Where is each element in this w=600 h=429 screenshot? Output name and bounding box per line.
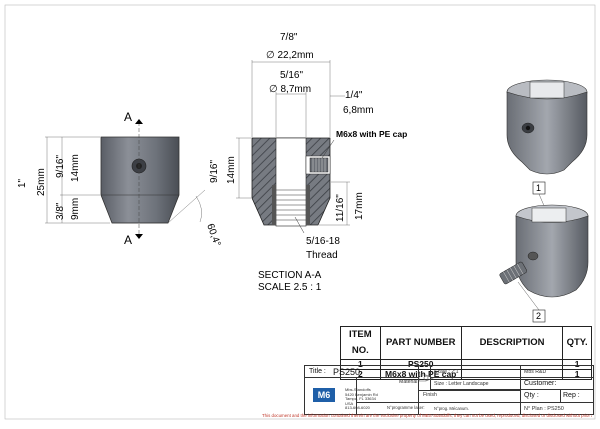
dim-outer-mm: ∅ 22,2mm [266, 50, 314, 61]
title-cell: Title : PS250 [305, 366, 419, 378]
prog-mecanum-cell: N°prog. Mécanum. [431, 402, 521, 414]
qty-cell: Qty : [521, 390, 561, 402]
scale-value: Scale : 2:1 [434, 369, 459, 375]
finish-cell: Finish [419, 390, 521, 402]
dim-lower-in: 3/8" [55, 202, 66, 220]
front-view-body [100, 136, 180, 224]
rep-cell: Rep : [561, 390, 593, 402]
footer-note: This document and the information contai… [262, 413, 592, 418]
customer-cell: Customer: [521, 378, 593, 390]
iso-view-exploded: 2 [499, 204, 589, 323]
bom-header-description: DESCRIPTION [460, 326, 564, 360]
material-label: Material: [399, 379, 419, 385]
size-cell: Size : Letter Landscape [431, 378, 521, 390]
company-cell: Mbs R&D [521, 366, 593, 378]
dim-outer-in: 7/8" [280, 32, 298, 43]
company-logo: M6 [313, 388, 335, 402]
sheet-border [4, 4, 596, 420]
dim-lower-mm: 9mm [70, 198, 81, 220]
section-marker-top: A [124, 110, 132, 124]
size-value: Size : Letter Landscape [434, 381, 489, 387]
prog-mecanum-label: N°prog. Mécanum. [434, 406, 469, 411]
company-name: Mbs R&D [524, 369, 547, 375]
qty-label: Qty : [524, 392, 539, 399]
material-cell: Material: [387, 378, 419, 414]
dim-bore-in: 5/16" [280, 70, 303, 81]
scale-cell: Scale : 2:1 [431, 366, 521, 378]
bill-of-materials: ITEM NO. PART NUMBER DESCRIPTION QTY. 1 … [340, 326, 592, 380]
iso-view-assembled: 1 [506, 79, 588, 209]
bom-header-qty: QTY. [562, 326, 592, 360]
dim-height-in: 9/16" [209, 160, 220, 183]
bom-row: 1 PS250 1 [340, 359, 592, 370]
section-marker-bottom: A [124, 233, 132, 247]
prog-laser-cell: N°programme laser: [357, 402, 431, 414]
bom-header-item: ITEM NO. [340, 326, 381, 360]
balloon-2-label: 2 [536, 311, 541, 321]
balloon-1-label: 1 [536, 183, 541, 193]
bom-header-row: ITEM NO. PART NUMBER DESCRIPTION QTY. [340, 326, 592, 360]
dim-upper-in: 9/16" [55, 155, 66, 178]
dim-height-mm: 14mm [226, 156, 237, 184]
dim-upper-mm: 14mm [70, 154, 81, 182]
bom-description [460, 369, 564, 380]
dim-thread-len-in: 11/16" [335, 194, 346, 222]
dim-overall-in: 1" [17, 178, 28, 188]
bom-qty: 1 [562, 369, 592, 380]
address-cell: Mbs-Standoffs 5420 Benjamin Rd Tampa, FL… [345, 378, 419, 414]
title-value: PS250 [333, 367, 361, 377]
dim-depth-in: 1/4" [345, 90, 363, 101]
dim-overall-mm: 25mm [36, 168, 47, 196]
bom-row: 2 M6x8 with PE cap 1 [340, 369, 592, 380]
section-caption-1: SECTION A-A [258, 270, 322, 281]
section-view: 7/8" ∅ 22,2mm 5/16" ∅ 8,7mm 1/4" 6,8mm M… [209, 32, 407, 293]
plan-cell: N° Plan : PS250 [521, 402, 593, 414]
title-block: Title : PS250 M6 Mbs-Standoffs 5420 Benj… [304, 365, 594, 415]
thread-label-2: Thread [306, 250, 338, 261]
section-bore [275, 137, 307, 227]
company-address: Mbs-Standoffs 5420 Benjamin Rd Tampa, FL… [345, 387, 378, 411]
dim-angle: 60,4° [204, 222, 222, 248]
dim-thread-len-mm: 17mm [354, 192, 365, 220]
plan-value: N° Plan : PS250 [524, 406, 564, 412]
rep-label: Rep : [563, 392, 580, 399]
section-caption-2: SCALE 2.5 : 1 [258, 282, 322, 293]
callout-screw: M6x8 with PE cap [336, 129, 407, 139]
bom-header-part: PART NUMBER [379, 326, 462, 360]
finish-label: Finish [423, 392, 437, 398]
logo-cell: M6 [305, 378, 357, 414]
cone-icon [418, 366, 434, 390]
dim-bore-mm: ∅ 8,7mm [269, 84, 311, 95]
front-view: A A 1" 25mm 9/16" 14mm 3/8" 9mm 60,4° [17, 110, 223, 248]
title-label: Title : [309, 368, 326, 375]
prog-laser-label: N°programme laser: [387, 405, 425, 410]
dim-depth-mm: 6,8mm [343, 105, 374, 116]
thread-label-1: 5/16-18 [306, 236, 340, 247]
customer-label: Customer: [524, 380, 557, 387]
